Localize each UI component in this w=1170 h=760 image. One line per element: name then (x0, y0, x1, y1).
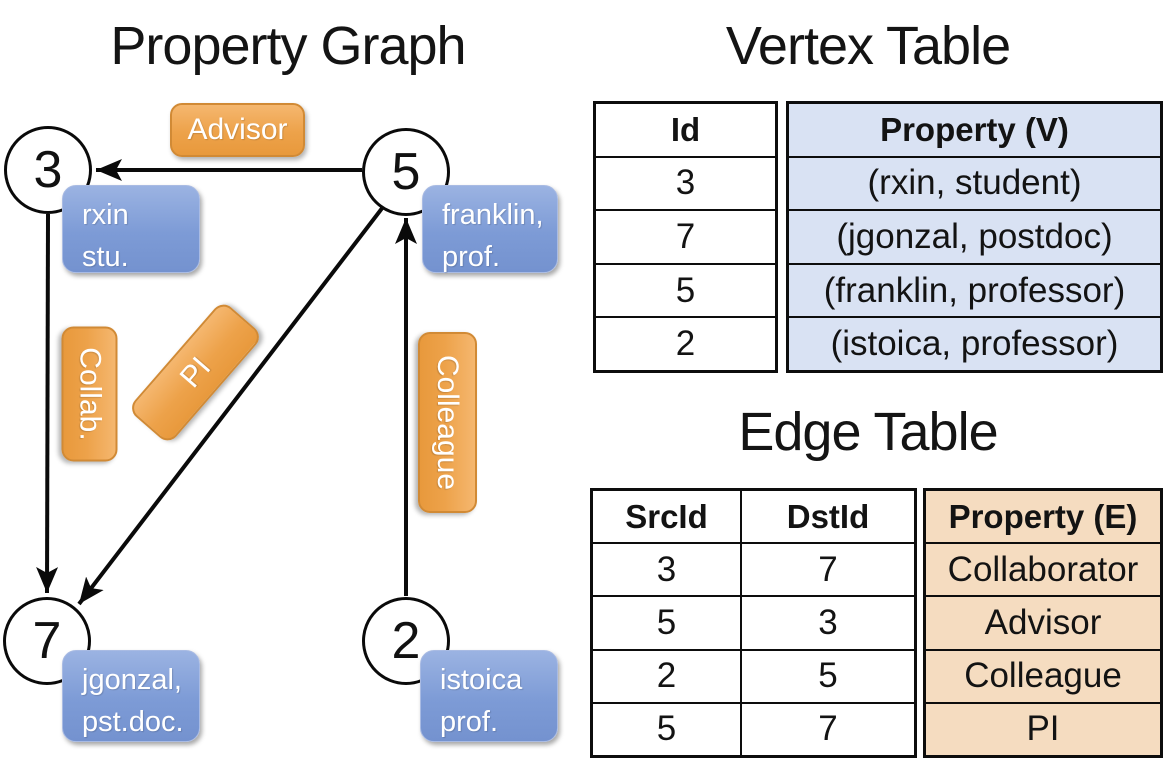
vertex-table-id-header: Id (670, 110, 701, 148)
edge-table-property-cell: Colleague (926, 650, 1160, 702)
vertex-prop-box-jgonzal: jgonzal, pst.doc. (62, 650, 200, 742)
edge-table-dstid-cell: 3 (740, 597, 914, 649)
edge-table-dstid-cell: 7 (740, 703, 914, 756)
edge-table-srcid-cell: 5 (656, 603, 677, 642)
edge-table-srcid-header: SrcId (625, 497, 708, 535)
node-3-label: 3 (33, 141, 63, 199)
graph-node-2: 2 (362, 597, 450, 685)
edge-table-dstid-cell: 5 (740, 650, 914, 702)
vertex-prop-line: jgonzal, (82, 664, 182, 696)
graph-node-5: 5 (362, 128, 450, 216)
edge-label-colleague: Colleague (418, 332, 477, 513)
vertex-table-property-cell: (jgonzal, postdoc) (789, 211, 1160, 263)
edge-table-dstid-cell: 7 (740, 544, 914, 596)
edge-table-property-cell: PI (926, 703, 1160, 756)
vertex-table-property-cell: (rxin, student) (789, 157, 1160, 210)
vertex-table-id-cell: 2 (675, 324, 696, 364)
edge-table-property-cell: Collaborator (926, 544, 1160, 596)
edge-table-src-dst-columns: SrcId DstId 3 7 5 3 2 5 5 7 (590, 488, 917, 758)
edge-table-dstid-header: DstId (740, 491, 914, 543)
edge-table-srcid-cell: 5 (656, 709, 677, 749)
edge-table-srcid-cell: 3 (656, 549, 677, 589)
edge-3-to-7-collab-arrow (36, 213, 59, 594)
edge-5-to-7-pi-arrow (77, 205, 385, 606)
edge-label-advisor: Advisor (170, 103, 305, 157)
vertex-table-id-column: Id 3 7 5 2 (593, 101, 778, 373)
vertex-prop-line: prof. (440, 706, 499, 738)
vertex-prop-box-franklin: franklin, prof. (422, 185, 558, 273)
vertex-prop-line: rxin (82, 199, 129, 231)
edge-table-property-header: Property (E) (926, 491, 1160, 543)
vertex-table-property-header: Property (V) (789, 104, 1160, 156)
vertex-prop-line: stu. (82, 241, 129, 273)
vertex-table-id-cell: 7 (675, 216, 696, 256)
edge-table-srcid-cell: 2 (656, 656, 677, 696)
graph-edges-layer (36, 159, 417, 606)
vertex-table-property-cell: (istoica, professor) (789, 318, 1160, 370)
vertex-table-property-column: Property (V) (rxin, student) (jgonzal, p… (786, 101, 1163, 373)
property-graph-title: Property Graph (110, 16, 466, 76)
vertex-prop-box-rxin: rxin stu. (62, 185, 200, 273)
vertex-table-title: Vertex Table (725, 16, 1011, 76)
vertex-table-id-cell: 3 (675, 163, 696, 203)
edge-label-text: Advisor (187, 113, 288, 146)
edge-table-property-cell: Advisor (926, 597, 1160, 649)
edge-label-text: Collab. (73, 347, 107, 441)
node-5-label: 5 (391, 143, 421, 201)
vertex-prop-line: pst.doc. (82, 706, 184, 738)
vertex-prop-box-istoica: istoica prof. (420, 650, 558, 742)
vertex-table-property-cell: (franklin, professor) (789, 264, 1160, 317)
node-2-label: 2 (391, 612, 421, 670)
vertex-prop-line: franklin, (442, 199, 544, 231)
node-7-label: 7 (32, 612, 62, 670)
edge-label-text: PI (173, 350, 217, 394)
edge-label-text: Colleague (431, 354, 465, 491)
edge-table-title: Edge Table (738, 402, 998, 462)
edge-label-collab: Collab. (61, 326, 118, 462)
vertex-prop-line: istoica (440, 664, 523, 696)
vertex-prop-line: prof. (442, 241, 501, 273)
vertex-table-id-cell: 5 (675, 270, 696, 310)
edge-table-property-column: Property (E) Collaborator Advisor Collea… (923, 488, 1163, 758)
